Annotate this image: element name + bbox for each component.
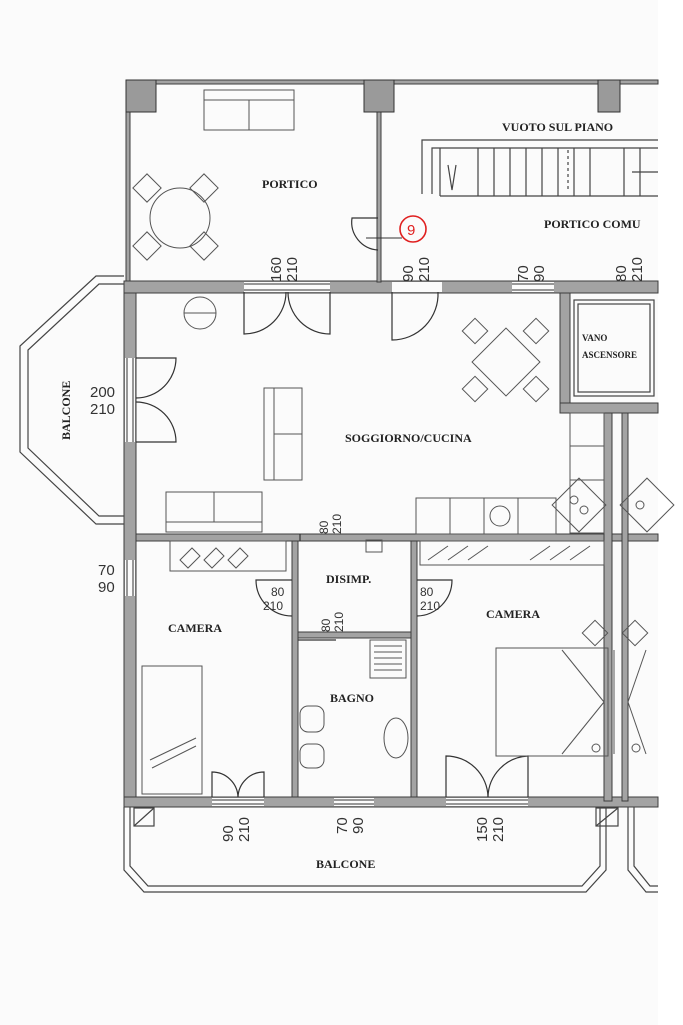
dim-window-kitchen-w: 70 (515, 265, 532, 282)
dim-disimp-top-w: 80 (317, 520, 331, 534)
dim-camera-left-balcony-h: 210 (236, 817, 253, 842)
wall-openings (125, 282, 554, 806)
dim-balcony-door-w: 200 (90, 384, 115, 401)
dim-window-kitchen-h: 90 (531, 265, 548, 282)
label-portico: PORTICO (262, 177, 318, 191)
dim-entrance-door-h: 210 (416, 257, 433, 282)
reference-marker: 9 (366, 215, 427, 243)
dim-camera-left-door-w: 80 (271, 585, 285, 599)
doors (135, 217, 529, 798)
dim-camera-left-door-h: 210 (263, 599, 283, 613)
balcony-west (19, 275, 124, 525)
marker-number: 9 (407, 222, 415, 239)
plan-sheet (0, 0, 658, 1025)
lift-shaft (573, 299, 655, 397)
dim-camera-right-door-w: 80 (420, 585, 434, 599)
label-vano: VANO (582, 333, 607, 343)
dim-entrance-door-w: 90 (400, 265, 417, 282)
room-labels: PORTICO VUOTO SUL PIANO PORTICO COMU VAN… (59, 120, 641, 871)
label-ascensore: ASCENSORE (582, 350, 637, 360)
label-camera-right: CAMERA (486, 607, 540, 621)
dim-balcony-door-h: 210 (90, 401, 115, 418)
furniture-living (165, 296, 675, 535)
bathroom-fixtures (299, 539, 409, 769)
dim-camera-left-window-w: 70 (98, 562, 115, 579)
stairs (421, 139, 658, 197)
dim-camera-left-window-h: 90 (98, 579, 115, 596)
dim-bagno-door-w: 80 (319, 618, 333, 632)
window-frames (126, 283, 554, 805)
furniture-bedrooms (141, 540, 649, 795)
page-margin (658, 0, 683, 1025)
dimension-labels: 160 210 90 210 70 90 80 210 80 210 80 21… (90, 257, 646, 842)
label-balcone-south: BALCONE (316, 857, 375, 871)
dim-camera-right-door-h: 210 (420, 599, 440, 613)
dim-bagno-window-w: 70 (334, 817, 351, 834)
dim-portico-door-w: 160 (268, 257, 285, 282)
dim-bagno-door-h: 210 (332, 612, 346, 632)
dim-lift-door-h: 210 (629, 257, 646, 282)
label-bagno: BAGNO (330, 691, 374, 705)
label-camera-left: CAMERA (168, 621, 222, 635)
balcony-south (123, 807, 658, 893)
dim-bagno-window-h: 90 (350, 817, 367, 834)
label-portico-comune: PORTICO COMU (544, 217, 641, 231)
furniture-portico (132, 89, 295, 261)
label-balcone-west: BALCONE (59, 381, 73, 440)
label-soggiorno-cucina: SOGGIORNO/CUCINA (345, 431, 472, 445)
dim-lift-door-w: 80 (613, 265, 630, 282)
dim-portico-door-h: 210 (284, 257, 301, 282)
label-disimp: DISIMP. (326, 572, 371, 586)
dim-disimp-top-h: 210 (330, 514, 344, 534)
pillars (125, 79, 621, 113)
dim-camera-right-balcony-h: 210 (490, 817, 507, 842)
dim-camera-left-balcony-w: 90 (220, 825, 237, 842)
dim-camera-right-balcony-w: 150 (474, 817, 491, 842)
label-vuoto-sul-piano: VUOTO SUL PIANO (502, 120, 613, 134)
